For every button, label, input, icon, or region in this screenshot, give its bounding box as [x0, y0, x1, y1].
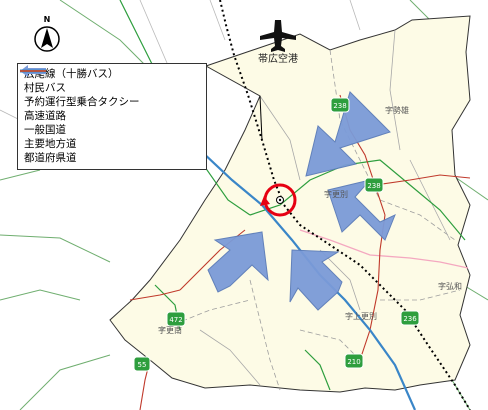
taxi-arrows: [207, 91, 396, 311]
svg-text:238: 238: [333, 102, 346, 110]
svg-text:472: 472: [169, 316, 182, 324]
taxi-arrow-southwest: [207, 231, 269, 293]
shield-236: 236: [400, 310, 420, 326]
route-shields: 238 238 236 210 472 55: [133, 97, 420, 372]
village-area: [109, 15, 471, 393]
shield-210: 210: [344, 353, 364, 369]
legend-item-national-road: 一般国道: [20, 70, 200, 137]
place-kamisarabetsu: 字上更別: [345, 311, 377, 321]
airplane-icon: [260, 20, 296, 52]
shield-238-north: 238: [330, 97, 350, 113]
national-road: [299, 229, 469, 269]
boundary-dot: [259, 95, 263, 141]
village-bus-arrowhead: [260, 196, 270, 206]
legend-item-village-bus: 村民バス: [20, 69, 200, 95]
legend-item-hiroo-line: 広尾線（十勝バス）: [20, 67, 200, 81]
place-kowa: 字弘和: [438, 281, 462, 291]
map-legend: 広尾線（十勝バス） 村民バス 予約運行型乗合タクシー 高速道路 一般国道 主要地…: [17, 63, 207, 170]
taxi-arrow-east: [327, 179, 396, 241]
shield-472: 472: [166, 311, 186, 327]
taxi-arrow-south: [289, 249, 343, 311]
stop-marker-dot: [278, 198, 282, 202]
legend-item-prefectural-road: 都道府県道: [20, 70, 200, 165]
place-konan: 字更南: [158, 325, 182, 335]
svg-text:238: 238: [367, 182, 380, 190]
north-label: N: [44, 15, 51, 24]
internal-roads: [199, 29, 451, 386]
svg-text:210: 210: [347, 358, 360, 366]
svg-text:55: 55: [138, 361, 147, 369]
bus-line-hiroo: [219, 0, 471, 410]
place-setsubun: 字勢雄: [385, 105, 409, 115]
legend-item-taxi: 予約運行型乗合タクシー: [20, 65, 200, 109]
legend-item-main-local-road: 主要地方道: [20, 70, 200, 151]
shield-238-mid: 238: [364, 177, 384, 193]
darkred-line-icon: [20, 70, 46, 72]
airport-label: 帯広空港: [258, 52, 298, 65]
svg-text:236: 236: [403, 315, 417, 323]
north-arrow-icon: [34, 26, 60, 52]
shield-55: 55: [133, 356, 151, 372]
legend-item-expressway: 高速道路: [20, 69, 200, 123]
place-sarabetsu: 字更別: [324, 189, 348, 199]
outer-gray-roads: [0, 0, 361, 121]
